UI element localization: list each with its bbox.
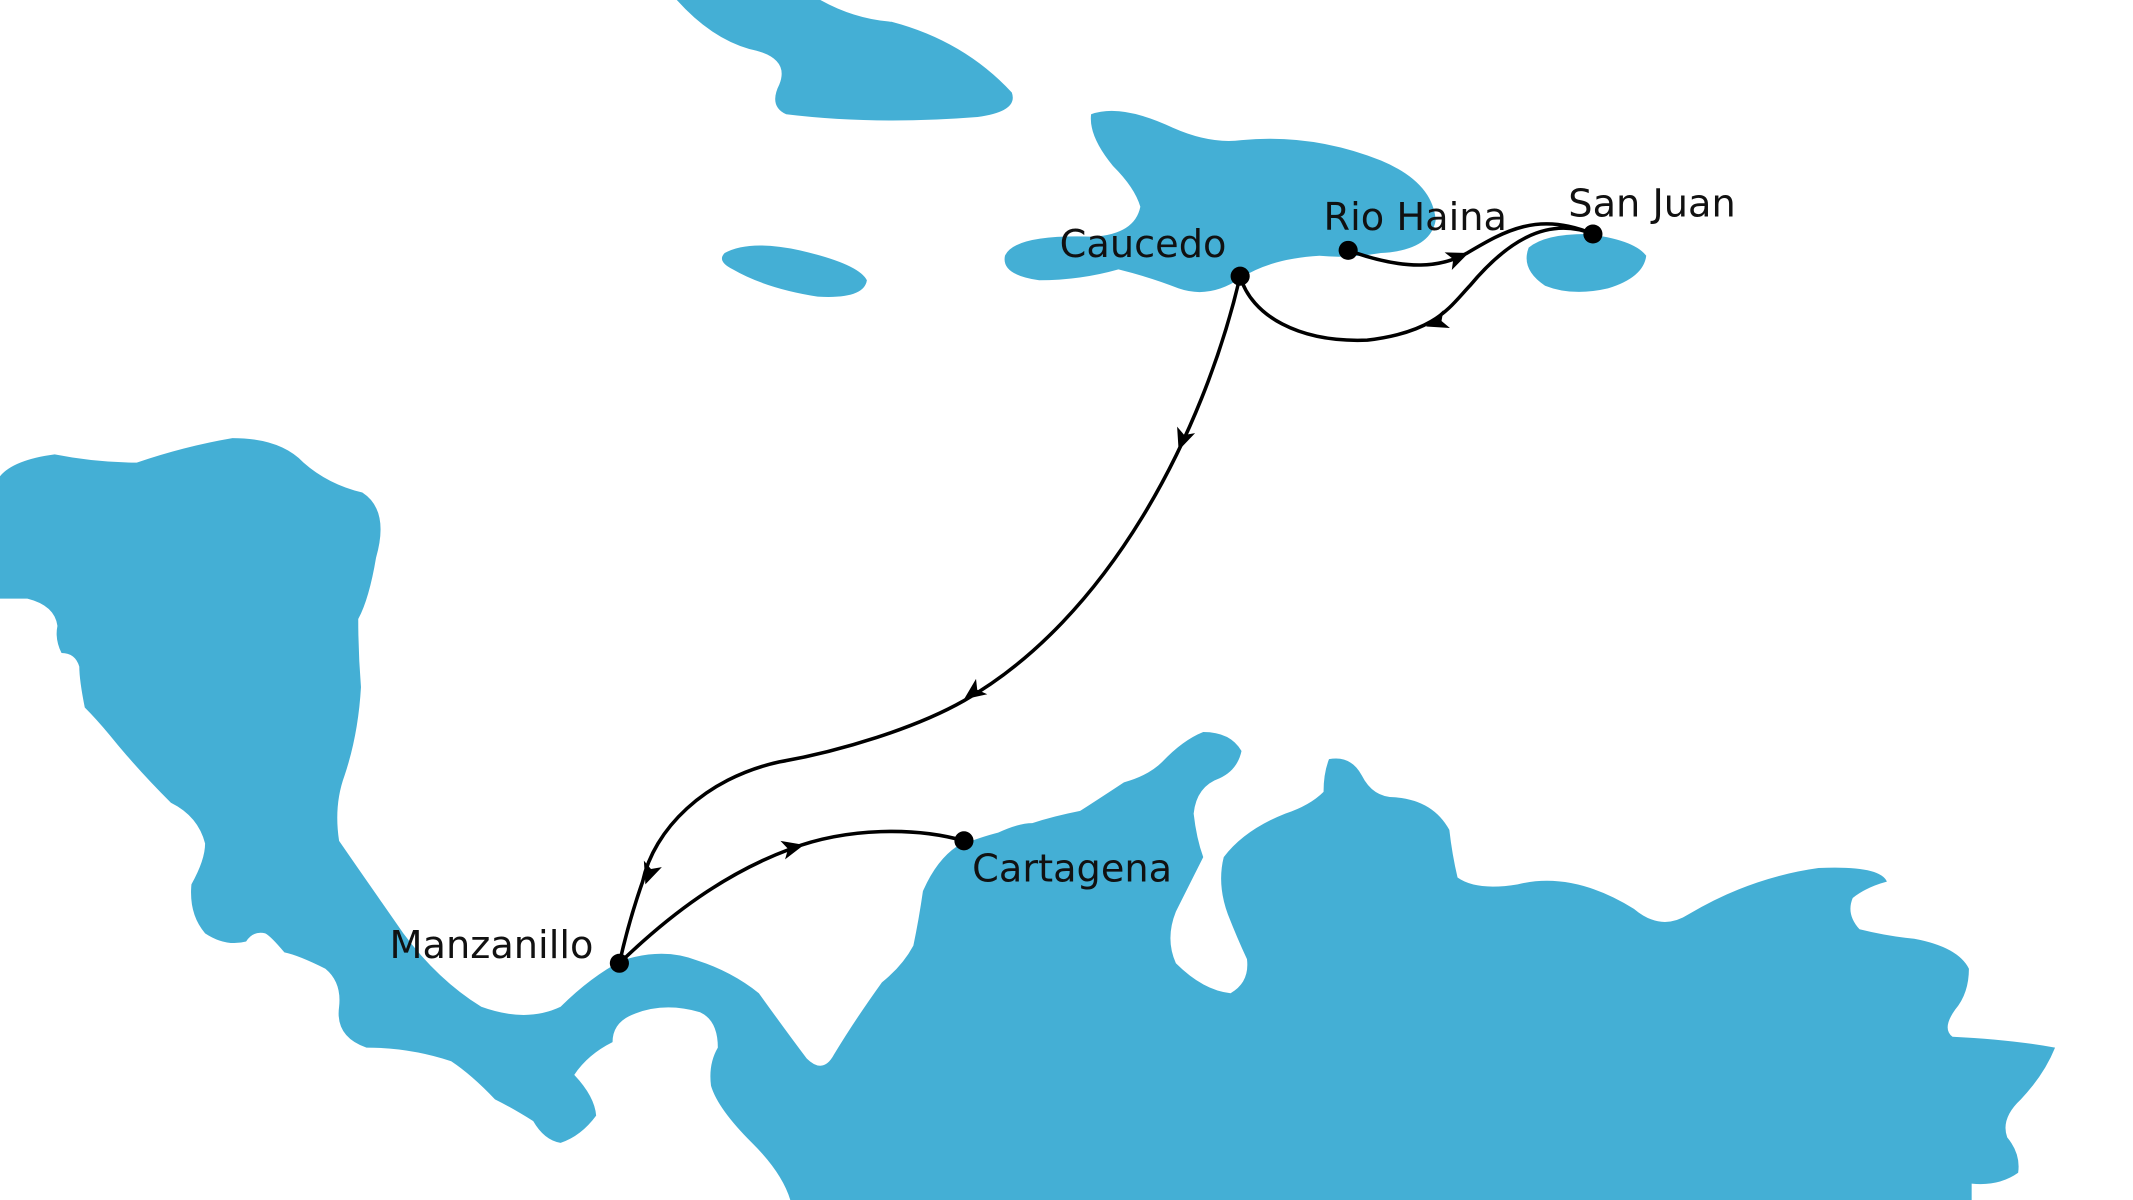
land-central-america bbox=[0, 438, 2056, 1200]
land-puerto-rico bbox=[1526, 234, 1647, 292]
land-masses bbox=[0, 0, 2056, 1200]
port-label: Cartagena bbox=[972, 848, 1172, 892]
land-jamaica bbox=[721, 245, 867, 297]
port-marker bbox=[1230, 266, 1250, 286]
arrow-icon-riohaina-sanjuan bbox=[1444, 252, 1469, 271]
route-caucedo-manzanillo bbox=[617, 274, 1242, 966]
arrow-icon-caucedo-manzanillo-2 bbox=[963, 678, 988, 700]
port-rio-haina[interactable]: Rio Haina bbox=[1324, 196, 1507, 260]
port-marker bbox=[1583, 224, 1603, 244]
port-marker bbox=[954, 831, 974, 851]
port-label: San Juan bbox=[1568, 182, 1735, 226]
land-hispaniola bbox=[1004, 110, 1436, 293]
ports: Caucedo Rio Haina San Juan Cartagena Man… bbox=[390, 182, 1736, 973]
land-cuba bbox=[676, 0, 1013, 121]
port-manzanillo[interactable]: Manzanillo bbox=[390, 924, 629, 973]
port-label: Rio Haina bbox=[1324, 196, 1507, 240]
port-marker bbox=[609, 953, 629, 973]
arrow-icon-caucedo-manzanillo-1 bbox=[1177, 426, 1196, 451]
port-caucedo[interactable]: Caucedo bbox=[1060, 223, 1250, 286]
arrow-icon-sanjuan-caucedo bbox=[1426, 310, 1450, 329]
port-cartagena[interactable]: Cartagena bbox=[954, 831, 1172, 892]
port-label: Manzanillo bbox=[390, 924, 594, 968]
port-san-juan[interactable]: San Juan bbox=[1568, 182, 1736, 244]
arrow-icon-caucedo-manzanillo-3 bbox=[643, 860, 662, 885]
route-arrows bbox=[643, 252, 1469, 885]
port-label: Caucedo bbox=[1060, 223, 1227, 267]
port-marker bbox=[1338, 240, 1358, 260]
arrow-icon-manzanillo-cartagena bbox=[780, 840, 804, 860]
